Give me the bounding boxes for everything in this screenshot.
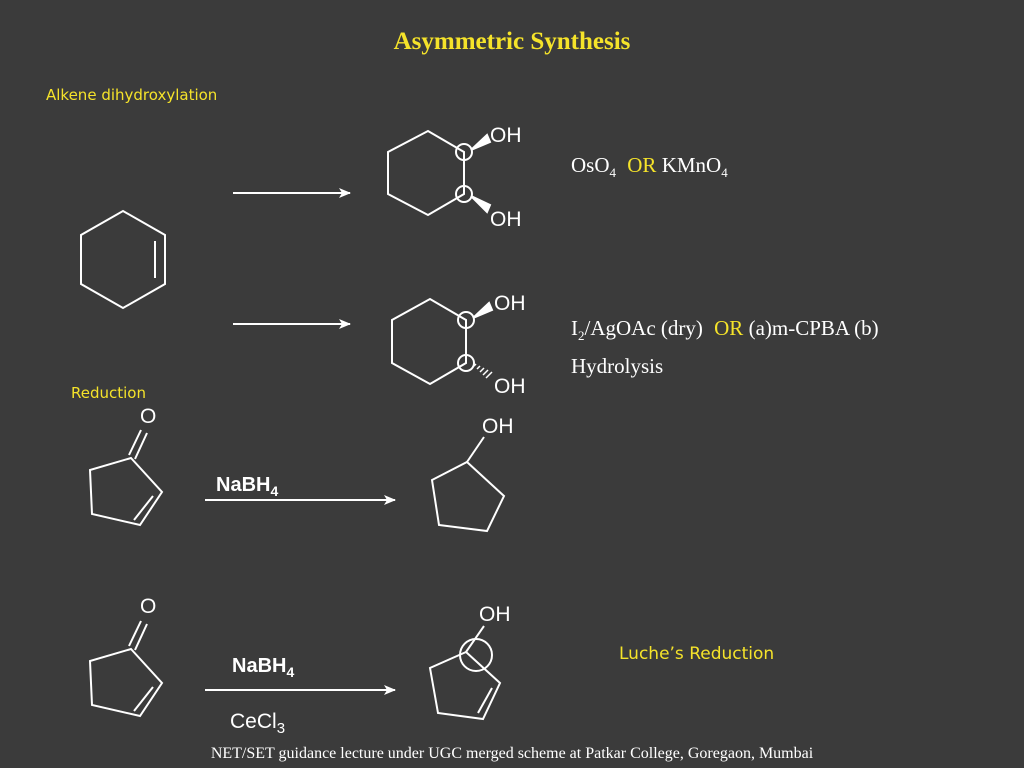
oh-label: OH (490, 124, 522, 147)
footer-credit: NET/SET guidance lecture under UGC merge… (210, 745, 814, 762)
page-title: Asymmetric Synthesis (393, 28, 631, 55)
reagent-anti-dihydroxylation: I2/AgOAc (dry) OR (a)m-CPBA (b) Hydrolys… (571, 313, 879, 381)
cyclopentenone-structure-1 (88, 429, 164, 527)
or-connector: OR (627, 153, 657, 177)
carbonyl-o-label: O (140, 405, 156, 428)
reagent-oso4: OsO4 (571, 153, 617, 181)
cis-diol-structure (387, 129, 492, 217)
oh-label: OH (494, 375, 526, 398)
reagent-anti-line2: Hydrolysis (571, 354, 664, 379)
cyclopentenone-structure-2 (88, 620, 164, 718)
oh-label: OH (482, 415, 514, 438)
or-connector: OR (714, 316, 744, 340)
cyclopentanol-structure (430, 436, 506, 533)
cecl3-label: CeCl3 (230, 710, 285, 737)
carbonyl-o-label: O (140, 595, 156, 618)
cyclohexene-structure (80, 209, 166, 310)
nabh4-label: NaBH4 (216, 474, 278, 499)
section-label-dihydroxylation: Alkene dihydroxylation (46, 86, 218, 104)
oh-label: OH (494, 292, 526, 315)
section-label-luche: Luche’s Reduction (619, 644, 775, 664)
reagent-syn-dihydroxylation: OsO4 OR KMnO4 (571, 150, 728, 188)
section-label-reduction: Reduction (71, 384, 146, 402)
nabh4-label: NaBH4 (232, 655, 294, 680)
trans-diol-structure (391, 297, 494, 386)
oh-label: OH (479, 603, 511, 626)
oh-label: OH (490, 208, 522, 231)
cyclopentenol-structure (428, 625, 502, 721)
reagent-kmno4: KMnO4 (661, 153, 728, 181)
reagent-anti-line1: I2/AgOAc (dry) OR (a)m-CPBA (b) (571, 316, 879, 344)
